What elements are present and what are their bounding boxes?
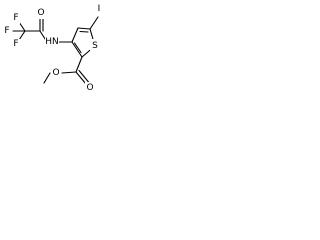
- fluorine-left-label: F: [4, 26, 9, 36]
- bond-ccf3-f-bottom: [18, 30, 26, 41]
- bond-c3-c4: [71, 27, 79, 43]
- iodine-label: I: [98, 4, 101, 14]
- bond-cester-o-carbonyl: [75, 71, 87, 85]
- ester-carbonyl-oxygen-label: O: [86, 83, 93, 93]
- amide-oxygen-label: O: [37, 8, 44, 18]
- fluorine-bottom-label: F: [13, 39, 18, 49]
- bond-c4-c5-double: [79, 30, 89, 33]
- atom-label-layer: I S HN O F F F O O: [3, 3, 103, 94]
- ester-ether-oxygen-label: O: [52, 68, 59, 78]
- structure-canvas: I S HN O F F F O O: [0, 0, 121, 109]
- bond-c2-c3-double: [73, 42, 82, 54]
- bond-cester-o-ether: [61, 71, 77, 74]
- molecule-drawing: I S HN O F F F O O: [3, 3, 103, 94]
- bond-c5-i: [89, 16, 99, 30]
- sulfur-label: S: [92, 41, 98, 51]
- fluorine-top-label: F: [13, 13, 18, 23]
- bond-c2-cester: [75, 56, 83, 73]
- bond-c4-c5: [77, 27, 91, 30]
- nh-label: HN: [45, 37, 59, 47]
- bond-cester-o-carbonyl-double: [78, 69, 90, 83]
- bond-c2-c3: [71, 41, 83, 58]
- bond-o-methyl: [43, 72, 51, 84]
